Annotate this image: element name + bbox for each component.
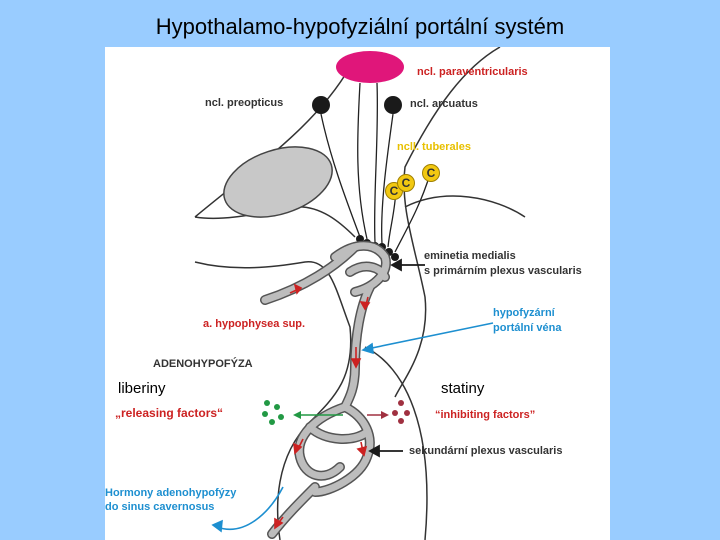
label-eminentia-2: s primárním plexus vascularis (424, 265, 582, 277)
portal-vein-pointer (366, 322, 494, 350)
axon-preopticus (320, 113, 361, 238)
label-liberiny: liberiny (118, 380, 166, 397)
label-eminentia-1: eminetia medialis (424, 250, 516, 262)
label-ncl-paraventricularis: ncl. paraventricularis (417, 66, 528, 78)
arcuatus-nucleus (384, 96, 402, 114)
label-sekundarni: sekundární plexus vascularis (409, 445, 563, 457)
label-ncl-preopticus: ncl. preopticus (205, 97, 284, 109)
label-portal-2: portální véna (493, 322, 562, 334)
diagram-drawing (194, 47, 526, 540)
tuberal-cell-3: C (422, 164, 440, 182)
releasing-factor-dots (262, 400, 284, 425)
hypothalamus-outline (194, 66, 351, 218)
sinus-outflow-arrow (216, 486, 284, 530)
terminal (391, 253, 399, 261)
label-releasing: „releasing factors“ (115, 406, 224, 420)
diagram-panel: C C C ncl. paraventricularis ncl. preopt… (105, 47, 610, 540)
adenohypophysis-outline (364, 346, 428, 540)
label-hypophysea: a. hypophysea sup. (203, 318, 306, 330)
preopticus-nucleus (312, 96, 330, 114)
posterior-lobe-outline (404, 195, 526, 218)
axon-paraventricular-1 (357, 82, 368, 240)
tuberal-cell-2: C (397, 174, 415, 192)
label-inhibiting: “inhibiting factors” (435, 409, 536, 421)
axon-tuberal-2 (394, 173, 431, 253)
label-adenohypofyza: ADENOHYPOFÝZA (153, 358, 253, 370)
slide-title: Hypothalamo-hypofyziální portální systém (155, 14, 565, 39)
paraventricular-nucleus (336, 51, 404, 83)
label-portal-1: hypofyzární (493, 307, 555, 319)
label-hormony-2: do sinus cavernosus (105, 501, 215, 513)
label-ncll-tuberales: ncll. tuberales (397, 141, 471, 153)
inhibiting-factor-dots (392, 400, 410, 424)
stalk-right-outline (394, 47, 501, 398)
axon-paraventricular-2 (373, 82, 379, 243)
label-ncl-arcuatus: ncl. arcuatus (410, 98, 478, 110)
axon-arcuatus (381, 113, 394, 245)
label-hormony-1: Hormony adenohypofýzy (105, 487, 237, 499)
stalk-left-outline (194, 261, 352, 540)
label-statiny: statiny (441, 380, 485, 397)
thalamus-oval (223, 146, 333, 218)
